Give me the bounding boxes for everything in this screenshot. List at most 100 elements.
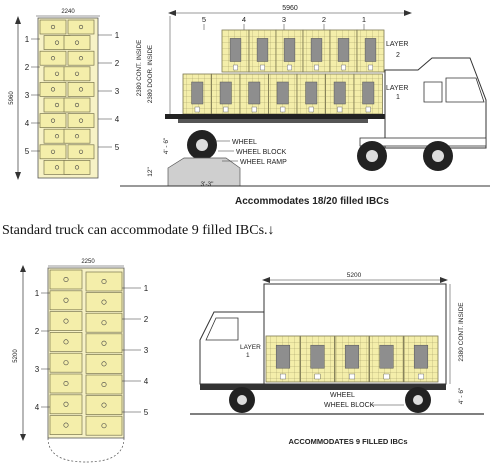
plan-ibc-box bbox=[39, 113, 67, 128]
top-truck-rear-wheel bbox=[187, 130, 217, 160]
top-plan-row-labels: 1 2 3 4 5 1 2 3 4 5 bbox=[25, 31, 120, 156]
plan-ibc-box bbox=[39, 50, 67, 66]
bottom-layer-label: LAYER bbox=[240, 344, 261, 351]
plan-ibc-box bbox=[67, 144, 95, 160]
top-truck-length-dim: 5960 bbox=[282, 5, 298, 12]
bottom-layer-num: 1 bbox=[246, 352, 250, 359]
top-truck-front-wheel bbox=[423, 141, 453, 171]
plan-ibc-box bbox=[49, 352, 83, 373]
middle-caption: Standard truck can accommodate 9 filled … bbox=[2, 223, 275, 238]
top-layer-1-label: LAYER bbox=[386, 85, 408, 92]
bottom-truck-ibc-row bbox=[265, 335, 439, 383]
plan-ibc-box bbox=[49, 311, 83, 331]
bottom-wheel-label: WHEEL bbox=[330, 392, 355, 399]
top-wheel-label: WHEEL bbox=[232, 139, 257, 146]
plan-row-label-left: 2 bbox=[35, 327, 40, 336]
plan-ibc-box bbox=[39, 82, 67, 97]
plan-ibc-box bbox=[39, 144, 67, 160]
plan-ibc-box bbox=[67, 82, 95, 97]
top-truck-height-door: 2380 DOOR. INSIDE bbox=[147, 45, 154, 103]
plan-ibc-box bbox=[67, 50, 95, 66]
top-layer-1-num: 1 bbox=[396, 94, 400, 101]
truck-position-label: 5 bbox=[202, 15, 206, 24]
plan-row-label-right: 2 bbox=[144, 315, 149, 324]
top-plan-ibc-grid bbox=[39, 19, 95, 175]
plan-row-label-right: 2 bbox=[115, 59, 120, 68]
bottom-truck-length-dim: 5200 bbox=[347, 272, 362, 279]
plan-ibc-box bbox=[85, 292, 123, 312]
plan-row-label-left: 5 bbox=[25, 147, 30, 156]
top-truck-floor bbox=[165, 114, 387, 119]
plan-row-label-left: 3 bbox=[35, 365, 40, 374]
truck-position-label: 4 bbox=[242, 15, 246, 24]
bottom-plan-width-dim: 2250 bbox=[81, 259, 95, 265]
bottom-truck-height-cont: 2380 CONT. INSIDE bbox=[458, 302, 465, 362]
top-truck-position-labels: 5 4 3 2 1 bbox=[202, 15, 366, 30]
plan-ibc-box bbox=[85, 415, 123, 436]
plan-row-label-right: 3 bbox=[144, 346, 149, 355]
plan-ibc-box bbox=[85, 354, 123, 374]
top-plan-view: 2240 5960 1 2 3 4 5 1 2 3 4 5 bbox=[9, 9, 120, 180]
top-wheel-ramp-label: WHEEL RAMP bbox=[240, 159, 287, 166]
plan-row-label-right: 5 bbox=[115, 143, 120, 152]
plan-ibc-box bbox=[63, 128, 91, 144]
plan-ibc-box bbox=[63, 35, 91, 50]
plan-row-label-right: 1 bbox=[115, 31, 120, 40]
top-truck-side-view: 5960 5 4 3 2 1 2380 CONT. INSIDE 2380 DOOR. … bbox=[120, 5, 490, 207]
plan-ibc-box bbox=[63, 160, 91, 175]
top-truck-ibc-stack bbox=[182, 29, 385, 115]
plan-ibc-box bbox=[85, 374, 123, 395]
truck-position-label: 2 bbox=[322, 15, 326, 24]
plan-ibc-box bbox=[49, 290, 83, 311]
plan-ibc-box bbox=[49, 332, 83, 352]
plan-ibc-box bbox=[85, 312, 123, 333]
top-truck-mid-wheel bbox=[357, 141, 387, 171]
plan-ibc-box bbox=[49, 269, 83, 290]
plan-row-label-left: 4 bbox=[35, 403, 40, 412]
top-wheel-block-label: WHEEL BLOCK bbox=[236, 149, 287, 156]
bottom-truck-caption: ACCOMMODATES 9 FILLED IBCs bbox=[288, 437, 407, 446]
plan-ibc-box bbox=[39, 19, 67, 35]
plan-row-label-right: 4 bbox=[144, 377, 149, 386]
top-layer-2-label: LAYER bbox=[386, 41, 408, 48]
plan-ibc-box bbox=[85, 395, 123, 415]
top-plan-width-dim: 2240 bbox=[61, 9, 75, 15]
bottom-truck-front-wheel bbox=[229, 387, 255, 413]
plan-ibc-box bbox=[49, 415, 83, 435]
top-ramp-height-dim: 4' - 6" bbox=[163, 137, 170, 154]
plan-ibc-box bbox=[49, 373, 83, 394]
bottom-plan-row-labels: 1 2 3 4 1 2 3 4 5 bbox=[35, 284, 149, 417]
plan-row-label-left: 4 bbox=[25, 119, 30, 128]
plan-ibc-box bbox=[49, 394, 83, 415]
plan-row-label-right: 1 bbox=[144, 284, 149, 293]
bottom-plan-length-dim: 5200 bbox=[13, 349, 19, 363]
bottom-truck-rear-wheel bbox=[405, 387, 431, 413]
plan-ibc-box bbox=[85, 333, 123, 354]
top-plan-length-dim: 5960 bbox=[9, 91, 15, 105]
top-ramp-base-dim: 3'-3" bbox=[201, 181, 215, 188]
plan-ibc-box bbox=[63, 97, 91, 113]
bottom-wheel-block-label: WHEEL BLOCK bbox=[324, 402, 375, 409]
top-truck-height-cont: 2380 CONT. INSIDE bbox=[136, 40, 143, 96]
plan-row-label-left: 1 bbox=[35, 289, 40, 298]
plan-row-label-left: 1 bbox=[25, 35, 30, 44]
plan-ibc-box bbox=[63, 66, 91, 82]
plan-row-label-right: 4 bbox=[115, 115, 120, 124]
truck-position-label: 3 bbox=[282, 15, 286, 24]
plan-ibc-box bbox=[67, 113, 95, 128]
plan-ibc-box bbox=[85, 271, 123, 292]
plan-row-label-left: 3 bbox=[25, 91, 30, 100]
plan-row-label-right: 3 bbox=[115, 87, 120, 96]
plan-row-label-right: 5 bbox=[144, 408, 149, 417]
plan-row-label-left: 2 bbox=[25, 63, 30, 72]
truck-position-label: 1 bbox=[362, 15, 366, 24]
bottom-plan-view: 2250 5200 1 2 3 4 1 2 3 4 5 bbox=[13, 259, 149, 463]
bottom-ramp-height-dim: 4' - 6" bbox=[458, 387, 465, 404]
top-ramp-side-dim: 12" bbox=[147, 167, 154, 177]
top-truck-cab bbox=[384, 57, 487, 149]
plan-ibc-box bbox=[67, 19, 95, 35]
top-layer-2-num: 2 bbox=[396, 52, 400, 59]
